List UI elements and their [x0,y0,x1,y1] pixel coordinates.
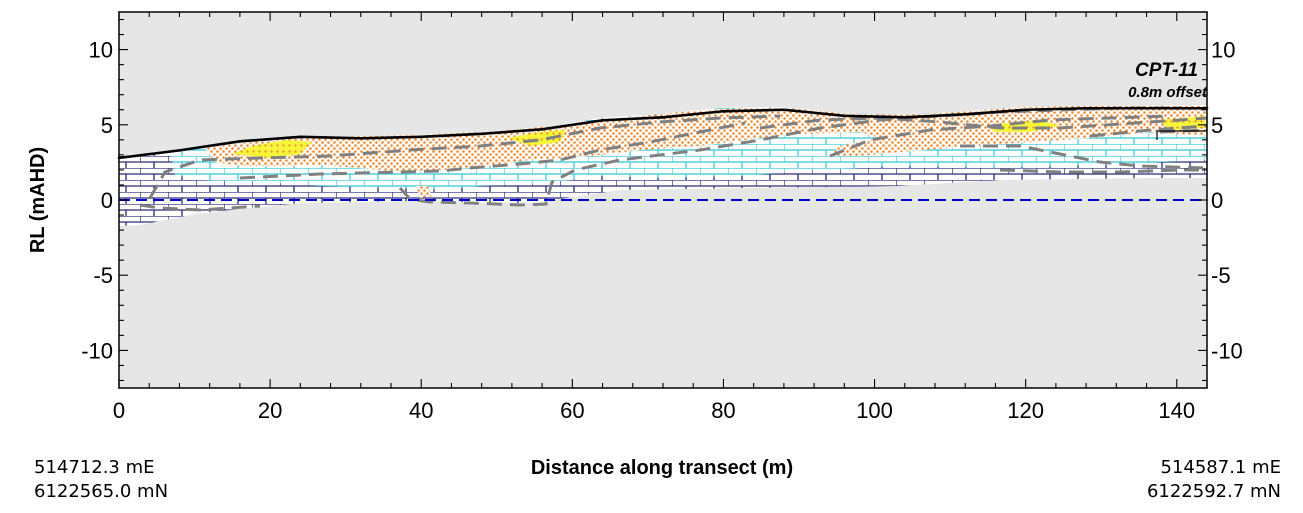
ground-surface-point [359,137,363,140]
x-tick-label: 80 [711,398,735,423]
y-tick-label-right: -10 [1211,338,1243,363]
y-tick-label-left: -10 [81,338,113,363]
ground-surface-point [782,108,786,112]
cpt-offset-label: 0.8m offset [1128,84,1208,101]
ground-surface-point [601,118,604,122]
y-tick-label-left: 10 [89,38,113,63]
x-tick-label: 0 [113,398,125,423]
ground-surface-point [540,128,544,131]
ground-surface-point [480,132,483,136]
ground-surface-point [419,135,423,139]
ground-surface-point [1084,106,1088,110]
ground-surface-point [843,114,846,118]
ground-surface-point [661,115,665,119]
x-tick-label: 60 [560,398,584,423]
x-tick-label: 100 [856,398,893,423]
series-layer [117,106,1209,201]
x-tick-label: 40 [409,398,433,423]
sand-pocket [416,186,432,198]
sand-lens-2 [508,130,566,146]
y-tick-label-right: 10 [1211,38,1235,63]
ground-surface-point [722,109,725,113]
x-axis-title: Distance along transect (m) [531,457,793,479]
ground-surface-point [117,156,121,160]
ground-surface-point [1205,106,1209,110]
y-tick-label-left: 0 [101,188,113,213]
ground-surface-point [903,115,907,119]
ground-surface-point [299,135,302,139]
y-tick-label-right: -5 [1211,263,1231,288]
start-easting: 514712.3 mE [34,457,155,478]
unit-contacts [139,106,1208,212]
ground-surface-point [963,112,967,116]
y-axis-title: RL (mAHD) [27,147,49,253]
transect-start-coords: 514712.3 mE 6122565.0 mN [34,456,168,504]
x-tick-label: 20 [258,398,282,423]
y-tick-label-right: 0 [1211,188,1223,213]
end-easting: 514587.1 mE [1160,457,1281,478]
ground-surface-point [238,140,242,143]
ground-surface-point [178,149,181,152]
y-tick-label-left: 5 [101,113,113,138]
transect-end-coords: 514587.1 mE 6122592.7 mN [1147,456,1281,504]
sand-lens-1 [232,140,312,158]
cpt-label: CPT-11 [1135,60,1198,81]
ground-surface-point [1024,108,1027,112]
axis-ticks [118,12,1208,388]
x-tick-label: 120 [1007,398,1044,423]
tick-labels: 0 20 40 60 80 100 120 140 -10 -10 -5 -5 0 0 5 5 10 10 [81,38,1243,423]
x-tick-label: 140 [1158,398,1195,423]
start-northing: 6122565.0 mN [34,481,169,502]
y-tick-label-left: -5 [93,263,113,288]
end-northing: 6122592.7 mN [1146,481,1281,502]
ground-surface-point [1145,106,1148,110]
y-tick-label-right: 5 [1211,113,1223,138]
